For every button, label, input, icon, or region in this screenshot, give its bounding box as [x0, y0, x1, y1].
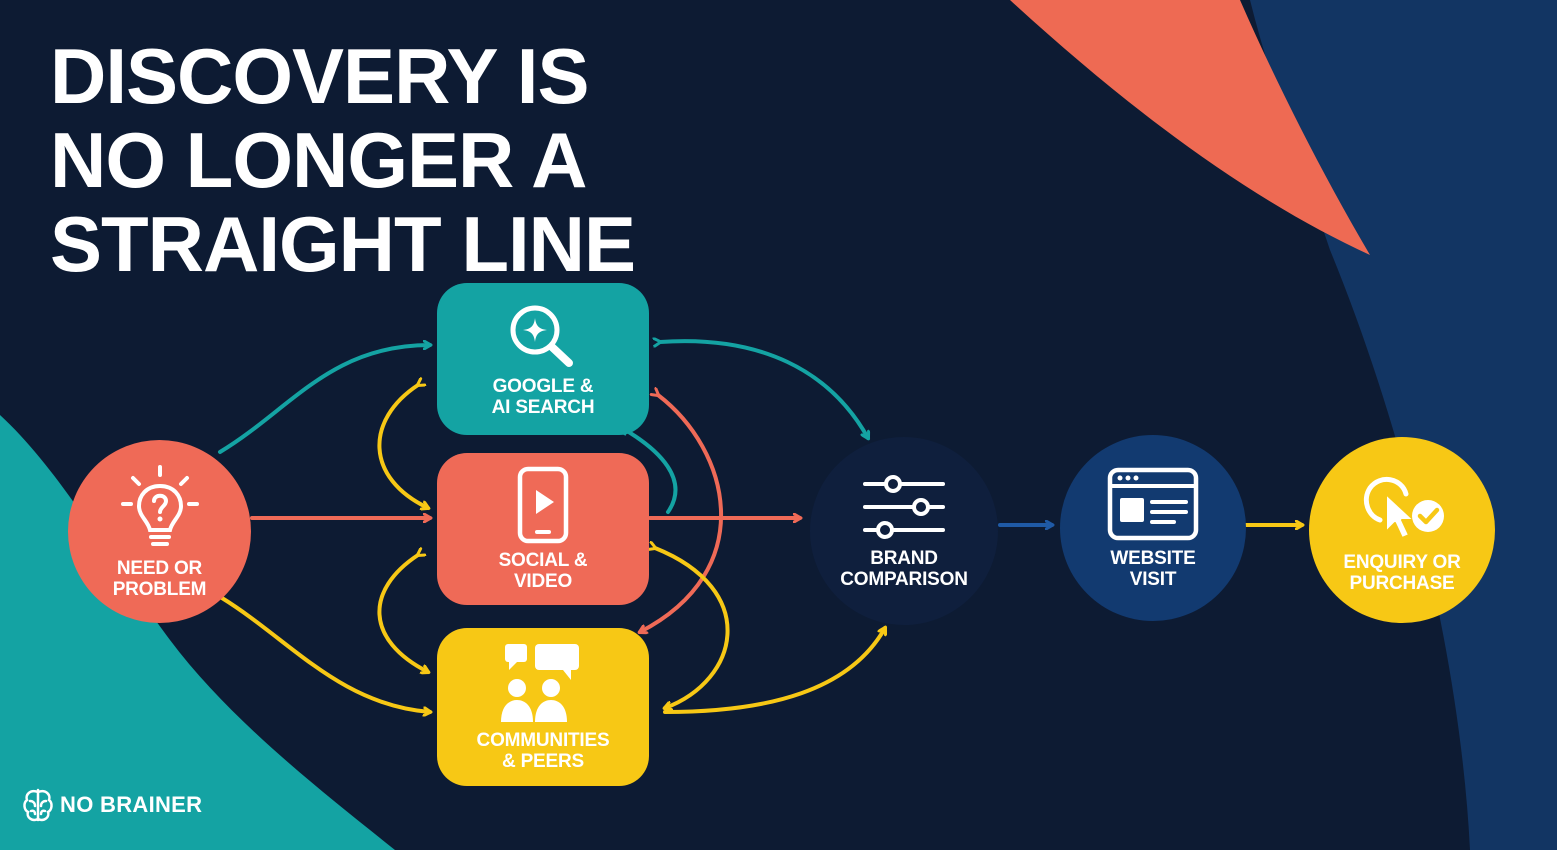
browser-window-icon [1107, 467, 1199, 541]
coral-shape [1010, 0, 1370, 255]
arrow-google-comparison-teal [660, 341, 868, 438]
website-label-line-2: VISIT [1129, 569, 1177, 590]
teal-shape [0, 415, 395, 850]
comparison-label-line-1: BRAND [870, 548, 938, 569]
google-label-line-2: AI SEARCH [491, 397, 595, 418]
cursor-check-icon [1363, 477, 1444, 539]
node-communities-peers: COMMUNITIES & PEERS [437, 628, 649, 786]
arrow-google-communities-coral [640, 395, 724, 632]
title-line-2: NO LONGER A [50, 116, 587, 204]
people-chat-icon [501, 644, 579, 722]
communities-label: COMMUNITIES & PEERS [477, 730, 610, 772]
social-label: SOCIAL & VIDEO [499, 550, 588, 592]
node-social-video: SOCIAL & VIDEO [437, 453, 649, 605]
title-line-3: STRAIGHT LINE [50, 200, 636, 288]
search-sparkle-icon [510, 305, 573, 367]
need-label-line-1: NEED OR [116, 557, 203, 579]
enquiry-label-line-1: ENQUIRY OR [1343, 552, 1461, 573]
arrow-social-communities-yellow [377, 555, 428, 672]
brand-logo: NO BRAINER [22, 787, 202, 823]
comparison-label: BRAND COMPARISON [840, 548, 968, 590]
node-google-ai-search: GOOGLE & AI SEARCH [437, 283, 649, 435]
enquiry-label: ENQUIRY OR PURCHASE [1343, 552, 1461, 594]
enquiry-label-line-2: PURCHASE [1349, 573, 1455, 594]
sliders-icon [863, 475, 945, 539]
website-label: WEBSITE VISIT [1110, 548, 1195, 590]
comparison-label-line-2: COMPARISON [840, 569, 968, 590]
node-need-or-problem: NEED OR PROBLEM [68, 440, 251, 623]
need-label-line-2: PROBLEM [112, 578, 207, 600]
website-label-line-1: WEBSITE [1110, 548, 1196, 569]
brain-logo-icon [23, 788, 53, 822]
social-label-line-1: SOCIAL & [498, 550, 588, 571]
social-label-line-2: VIDEO [513, 571, 573, 592]
arrow-communities-to-comparison [663, 628, 885, 714]
page-title: DISCOVERY IS NO LONGER A STRAIGHT LINE [50, 32, 636, 288]
google-label-line-1: GOOGLE & [492, 376, 594, 397]
arrow-social-to-google-teal [622, 428, 678, 514]
phone-play-icon [517, 466, 569, 544]
communities-label-line-2: & PEERS [501, 751, 584, 772]
node-website-visit: WEBSITE VISIT [1060, 435, 1246, 621]
arrow-social-communities-yellow-right [655, 548, 730, 708]
communities-label-line-1: COMMUNITIES [476, 730, 610, 751]
node-enquiry-purchase: ENQUIRY OR PURCHASE [1309, 437, 1495, 623]
need-label: NEED OR PROBLEM [113, 558, 207, 600]
brand-name: NO BRAINER [60, 792, 203, 817]
arrow-need-to-google [218, 345, 430, 454]
node-brand-comparison: BRAND COMPARISON [810, 437, 998, 625]
lightbulb-question-icon [120, 464, 199, 546]
arrow-google-social-yellow [377, 385, 428, 508]
google-label: GOOGLE & AI SEARCH [492, 376, 595, 418]
arrow-need-to-communities [220, 596, 430, 712]
title-line-1: DISCOVERY IS [50, 32, 590, 120]
